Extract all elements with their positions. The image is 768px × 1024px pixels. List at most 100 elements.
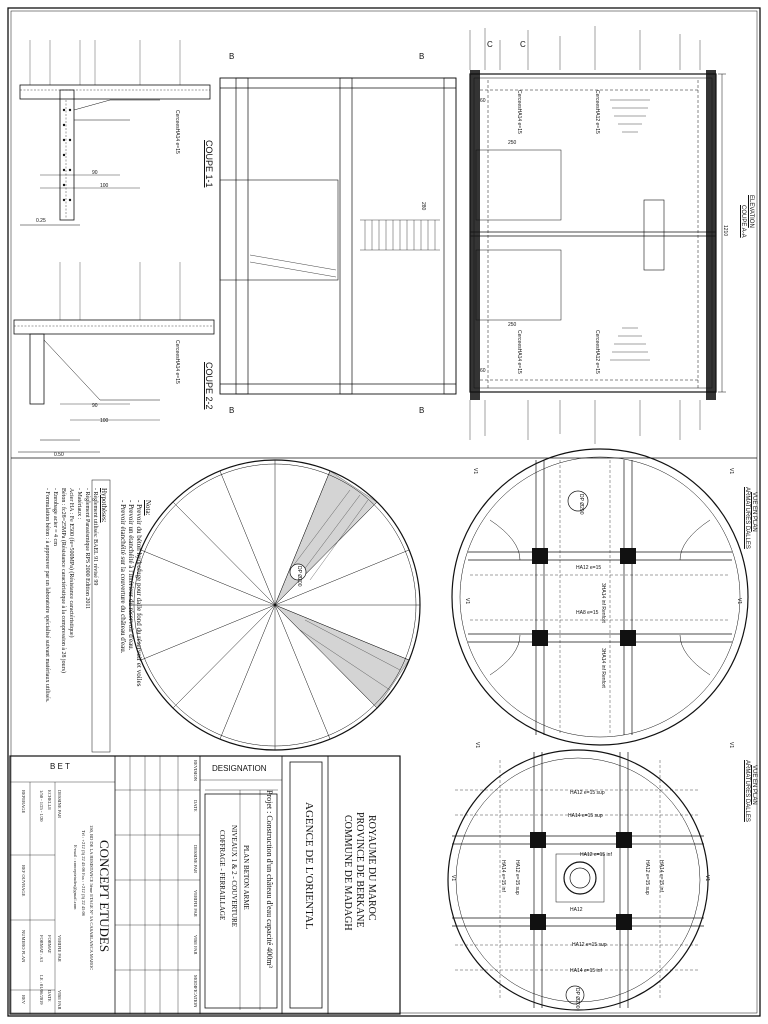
label-ha12-center: HA12 xyxy=(570,907,583,913)
hypotheses-line-6: - Enrobage acier = 4 cm xyxy=(52,488,58,546)
label-renfort-lower: 3HA14 inf Renfort xyxy=(600,648,606,688)
title-agence: AGENCE DE L'ORIENTAL xyxy=(303,802,315,930)
company-name: CONCEPT ETUDES xyxy=(97,840,112,953)
label-v1-a: V1 xyxy=(472,468,478,475)
hypotheses-line-2: - Règlement Parasismique RPS 2000 Editio… xyxy=(84,488,90,610)
designation-header: DESIGNATION xyxy=(212,764,267,773)
label-ha12-inf-center: HA12 e=15 inf xyxy=(580,852,612,858)
label-cerces-ha14-1: CerceesHA14 e=15 xyxy=(516,90,522,134)
label-dp-roof: DP Ø200 xyxy=(296,566,302,587)
label-cerces-ha12-2: CerceesHA12 e=15 xyxy=(594,330,600,374)
elevation-view xyxy=(469,26,726,444)
ref-ouvrage-label: REF OUVRAGE xyxy=(21,865,26,897)
title-plan-2: NIVEAUX 1 & 2 - COUVERTURE xyxy=(230,825,238,928)
notes-line-1: - Prevoir du béton hydrofuge pour dalle … xyxy=(135,500,143,687)
title-commune: COMMUNE DE MADAGH xyxy=(342,815,353,931)
numero-plan-label: NUMERO PLAN xyxy=(21,930,26,963)
dim-025: 0.25 xyxy=(36,218,46,224)
hypotheses-line-3: - Matériaux : xyxy=(76,488,82,520)
label-dp-top: DP Ø200 xyxy=(578,494,584,515)
dim-90-coupe1: 90 xyxy=(92,170,98,176)
revision-header: REVISION xyxy=(193,760,198,781)
hypotheses-line-1: - Règlement utilisés: BAEL 91 révisé 99 xyxy=(92,488,98,586)
notes-line-2: - Prevoir un étanchéité à l'intérieur du… xyxy=(127,500,135,651)
dim-1210: 1210 xyxy=(722,225,728,237)
title-projet: Projet : Construction d'un château d'eau… xyxy=(265,790,274,968)
plan-mid-label: VUE EN PLAN xyxy=(751,765,757,805)
dim-050: 0.50 xyxy=(54,452,64,458)
label-ha12-15-top: HA12 e=15 xyxy=(576,565,602,571)
dim-60-upper: 60 xyxy=(480,98,486,104)
label-renfort-top: 3HA14 inf Renfort xyxy=(600,583,606,623)
slab-plan-circle-top xyxy=(451,448,749,746)
section-marker-c-2: C xyxy=(520,40,526,49)
hypotheses-line-4: Acier HA : Fe E500 (fe=500MPa) (Résistan… xyxy=(68,488,74,638)
title-plan-1: PLAN BETON ARME xyxy=(242,845,250,910)
dim-100-coupe2: 100 xyxy=(100,418,109,424)
title-plan-3: COFFRAGE - FERRAILLAGE xyxy=(218,830,226,921)
hypotheses-title: Hypothèses: xyxy=(100,488,108,523)
echelle-label: ECHELLE xyxy=(47,790,52,810)
label-cerces-ha14-2: CerceesHA14 e=15 xyxy=(516,330,522,374)
dessine-par-header: DESSINE PAR xyxy=(193,845,198,873)
plan-top-sub-label: ARMATURES DALLES xyxy=(744,487,750,549)
echelle-value: 1/50 - 1/25 - 1/20 xyxy=(39,790,44,822)
label-v1-d: V1 xyxy=(736,598,742,605)
sheet-frame xyxy=(7,7,761,1017)
company-tel: Tél : +212 (5) 22 45 06 Fax : +212 (5) 2… xyxy=(81,830,86,916)
vise-par-header: VISE PAR xyxy=(193,935,198,955)
coupe-2-label: COUPE 2-2 xyxy=(204,362,214,410)
roof-plan-circle xyxy=(129,459,421,751)
company-email: E-mail : conceptetudes@gmail.com xyxy=(73,845,78,910)
coupe-sections xyxy=(13,40,457,453)
reperage-label: REPERAGE xyxy=(21,790,26,814)
date-label: DATE xyxy=(47,990,52,1002)
section-marker-b-4: B xyxy=(419,406,425,415)
vise-label: VISE PAR xyxy=(57,990,62,1010)
label-ha14-inf-left: HA14 e=15 inf xyxy=(500,860,506,892)
label-ha12-bottom-sup: HA12 e=15 sup xyxy=(570,790,605,796)
label-v1-g: V1 xyxy=(450,875,456,882)
company-address: 150, BD DE LA RESISTANCE 5ème ETAGE N° 5… xyxy=(89,825,94,971)
dim-60-lower: 60 xyxy=(480,368,486,374)
label-v1-h: V1 xyxy=(704,875,710,882)
verifie-par-header: VERIFIE PAR xyxy=(193,890,198,917)
section-marker-b-3: B xyxy=(419,52,425,61)
label-cerces-ha14-coupe2: CerceesHA14 e=15 xyxy=(174,340,180,384)
verifie-label: VERIFIE PAR xyxy=(57,935,62,962)
label-dp-bottom: DP Ø200 xyxy=(574,988,580,1009)
coupe-1-label: COUPE 1-1 xyxy=(204,140,214,188)
label-v1-b: V1 xyxy=(728,468,734,475)
hypotheses-line-7: - Formulation béton : à approuver par un… xyxy=(44,488,50,703)
modification-header: MODIFICATION xyxy=(193,975,198,1008)
sheet-inner-frame xyxy=(10,10,758,1014)
title-royaume: ROYAUME DU MAROC xyxy=(366,815,377,921)
title-block xyxy=(9,755,401,1015)
label-ha12-sup-left: HA12 e=15 sup xyxy=(514,860,520,895)
date-header: DATE xyxy=(193,800,198,812)
label-v1-c: V1 xyxy=(464,598,470,605)
dim-280: 280 xyxy=(420,202,426,211)
dim-100-coupe1: 100 xyxy=(100,183,109,189)
dim-250-lower: 250 xyxy=(508,322,517,328)
notes-line-3: - Prevoir étanchéité sur la couverture d… xyxy=(119,500,127,654)
section-marker-b-1: B xyxy=(229,52,235,61)
label-ha14-bottom-sup: HA14 e=15 sup xyxy=(568,813,603,819)
title-province: PROVINCE DE BERKANE xyxy=(354,812,365,928)
format-label: FORMAT xyxy=(47,935,52,954)
rev-label: REV xyxy=(21,995,26,1004)
label-cerces-ha14-coupe1: CerceesHA14 e=15 xyxy=(174,110,180,154)
slab-plan-circle-bottom xyxy=(447,749,709,1011)
label-ha14-inf-right: HA14 e=15 inf xyxy=(658,860,664,892)
plan-mid-sub-label: ARMATURES DALLES xyxy=(744,760,750,822)
label-cerces-ha12-1: CerceesHA12 e=15 xyxy=(594,90,600,134)
notes-title: Nota: xyxy=(144,500,152,516)
label-ha12-bottom-mid: HA12 e=15 sup xyxy=(572,942,607,948)
date-value: LE : 01/06/2019 xyxy=(39,975,44,1005)
label-v1-e: V1 xyxy=(474,742,480,749)
dim-90-coupe2: 90 xyxy=(92,403,98,409)
elevation-sub-label: COUPE A-A xyxy=(740,205,746,238)
format-value: FORMAT : A3 xyxy=(39,935,44,962)
plan-top-label: VUE EN PLAN xyxy=(751,492,757,532)
